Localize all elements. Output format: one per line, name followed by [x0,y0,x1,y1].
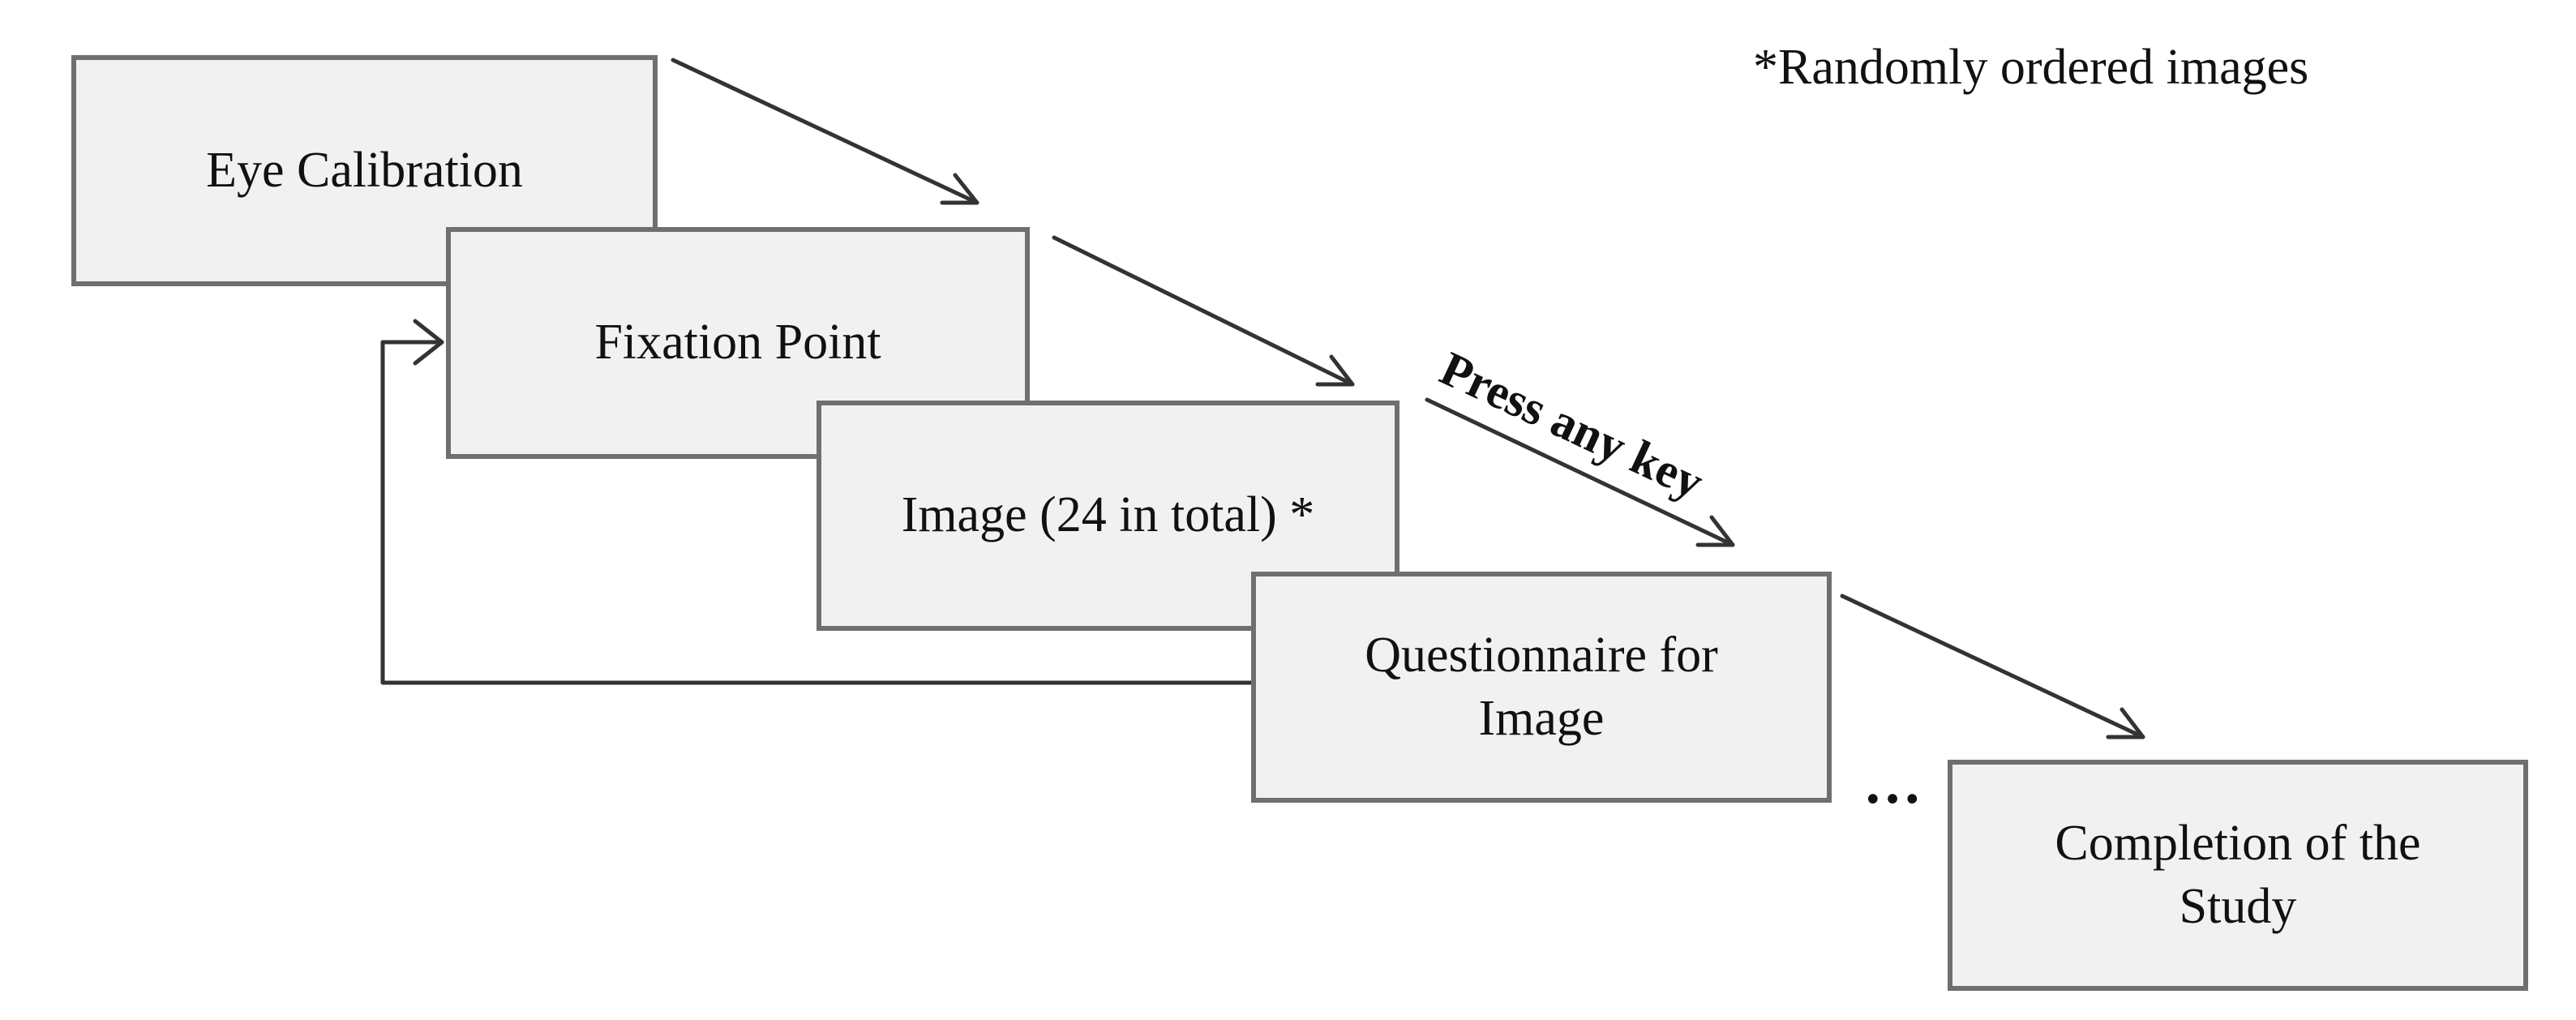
ellipsis: … [1863,751,1925,816]
step-image-label: Image (24 in total) * [901,487,1315,543]
step-eye-calibration-label: Eye Calibration [206,142,523,198]
step-questionnaire-label: Questionnaire for Image [1365,628,1718,746]
loop-back-arrow [380,319,1254,685]
random-order-note: *Randomly ordered images [1753,40,2309,95]
arrow-image-to-questionnaire [1425,397,1735,547]
arrow-questionnaire-to-completion [1840,594,2145,739]
arrow-eye-to-fixation [671,58,979,205]
step-fixation-point-label: Fixation Point [594,315,881,371]
step-completion-label: Completion of the Study [2055,816,2421,934]
arrow-fixation-to-image [1052,235,1355,387]
step-questionnaire: Questionnaire for Image [1251,572,1832,803]
step-completion: Completion of the Study [1948,760,2528,991]
